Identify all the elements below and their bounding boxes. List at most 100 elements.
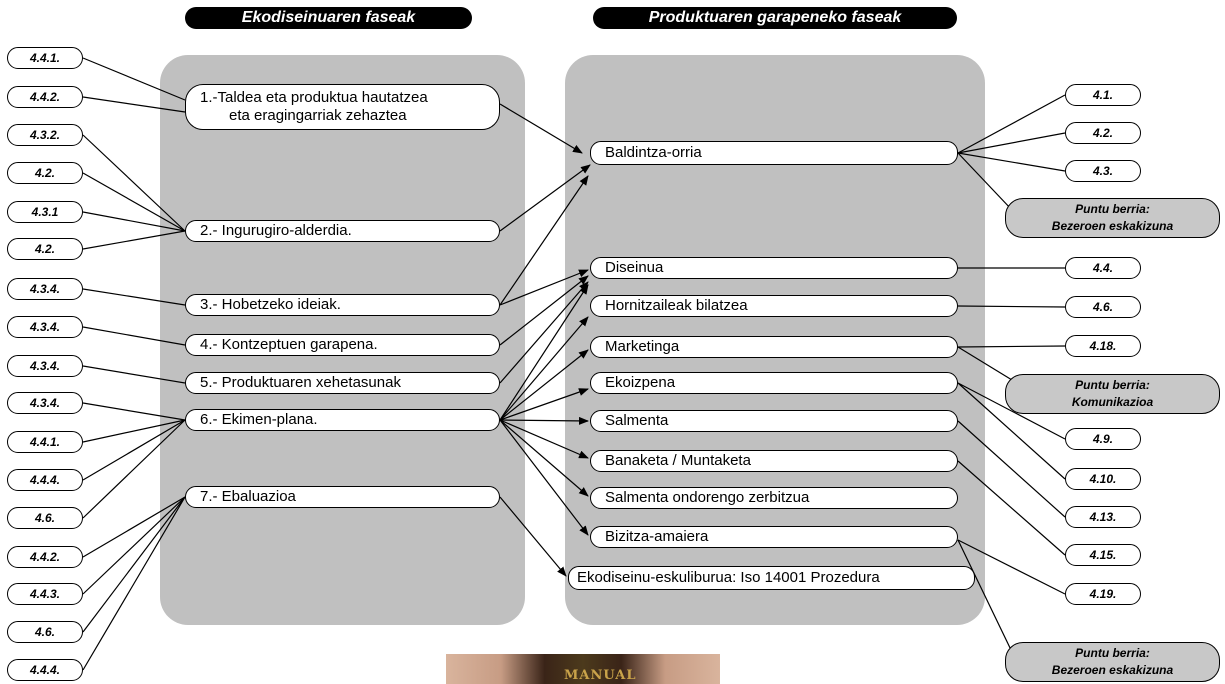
- left-clause-tag: 4.3.4.: [7, 392, 83, 414]
- flow-arrow: [499, 416, 589, 425]
- right-header: Produktuaren garapeneko faseak: [593, 7, 957, 29]
- flow-arrow: [499, 275, 589, 346]
- phase-1-line1: 1.-Taldea eta produktua hautatzea: [200, 89, 428, 106]
- right-clause-tag: 4.19.: [1065, 583, 1141, 605]
- phase-1-line2: eta eragingarriak zehaztea: [229, 107, 407, 124]
- flow-arrow: [499, 419, 589, 497]
- new-point-note-2: Puntu berria: Komunikazioa: [1005, 374, 1220, 414]
- left-clause-tag: 4.3.4.: [7, 355, 83, 377]
- phase-5-box: 5.- Produktuaren xehetasunak: [185, 372, 500, 394]
- tag-link-line: [82, 96, 186, 113]
- note-2-line1: Puntu berria:: [1075, 378, 1150, 392]
- right-clause-tag: 4.6.: [1065, 296, 1141, 318]
- note-link-line: [957, 346, 1013, 381]
- tag-link-line: [957, 460, 1066, 556]
- flow-arrow: [499, 175, 589, 306]
- tag-link-line: [82, 419, 186, 443]
- tag-link-line: [82, 172, 186, 232]
- tag-link-line: [82, 365, 186, 384]
- tag-link-line: [82, 496, 186, 558]
- tag-link-line: [82, 496, 186, 671]
- note-2-line2: Komunikazioa: [1071, 395, 1154, 409]
- left-clause-tag: 4.3.2.: [7, 124, 83, 146]
- tag-link-line: [82, 211, 186, 232]
- note-1-line2: Bezeroen eskakizuna: [1051, 219, 1174, 233]
- note-3-line2: Bezeroen eskakizuna: [1051, 663, 1174, 677]
- left-clause-tag: 4.4.2.: [7, 546, 83, 568]
- left-clause-tag: 4.4.3.: [7, 583, 83, 605]
- left-clause-tag: 4.4.4.: [7, 659, 83, 681]
- tag-link-line: [82, 134, 186, 232]
- tag-link-line: [957, 94, 1066, 154]
- tag-link-line: [82, 57, 186, 101]
- flow-arrow: [499, 496, 567, 577]
- product-phase-3-box: Hornitzaileak bilatzea: [590, 295, 958, 317]
- new-point-note-1: Puntu berria: Bezeroen eskakizuna: [1005, 198, 1220, 238]
- left-clause-tag: 4.4.2.: [7, 86, 83, 108]
- tag-link-line: [957, 345, 1066, 348]
- flow-arrow: [499, 419, 589, 459]
- tag-link-line: [957, 152, 1066, 172]
- product-phase-1-box: Baldintza-orria: [590, 141, 958, 165]
- phase-2-box: 2.- Ingurugiro-alderdia.: [185, 220, 500, 242]
- left-clause-tag: 4.3.1: [7, 201, 83, 223]
- left-clause-tag: 4.6.: [7, 621, 83, 643]
- tag-link-line: [82, 419, 186, 519]
- tag-link-line: [82, 230, 186, 250]
- tag-link-line: [957, 132, 1066, 154]
- left-clause-tag: 4.6.: [7, 507, 83, 529]
- phase-6-box: 6.- Ekimen-plana.: [185, 409, 500, 431]
- left-clause-tag: 4.4.1.: [7, 47, 83, 69]
- flow-arrow: [499, 316, 589, 421]
- right-clause-tag: 4.3.: [1065, 160, 1141, 182]
- note-3-line1: Puntu berria:: [1075, 646, 1150, 660]
- tag-link-line: [957, 539, 1066, 595]
- flow-arrow: [499, 419, 589, 536]
- tag-link-line: [82, 419, 186, 481]
- product-phase-2-box: Diseinua: [590, 257, 958, 279]
- right-clause-tag: 4.1.: [1065, 84, 1141, 106]
- tag-link-line: [957, 305, 1066, 308]
- note-link-line: [957, 539, 1013, 653]
- tag-link-line: [82, 402, 186, 421]
- phase-4-box: 4.- Kontzeptuen garapena.: [185, 334, 500, 356]
- left-clause-tag: 4.3.4.: [7, 278, 83, 300]
- left-header: Ekodiseinuaren faseak: [185, 7, 472, 29]
- product-phase-5-box: Ekoizpena: [590, 372, 958, 394]
- right-clause-tag: 4.4.: [1065, 257, 1141, 279]
- tag-link-line: [82, 496, 186, 595]
- note-link-line: [957, 152, 1013, 211]
- left-clause-tag: 4.2.: [7, 162, 83, 184]
- right-clause-tag: 4.13.: [1065, 506, 1141, 528]
- left-clause-tag: 4.2.: [7, 238, 83, 260]
- product-phase-7-box: Banaketa / Muntaketa: [590, 450, 958, 472]
- flow-arrow: [499, 164, 591, 232]
- note-1-line1: Puntu berria:: [1075, 202, 1150, 216]
- phase-1-box: 1.-Taldea eta produktua hautatzea eta er…: [185, 84, 500, 130]
- tag-link-line: [82, 288, 186, 306]
- left-clause-tag: 4.4.1.: [7, 431, 83, 453]
- right-clause-tag: 4.18.: [1065, 335, 1141, 357]
- product-phase-6-box: Salmenta: [590, 410, 958, 432]
- left-clause-tag: 4.3.4.: [7, 316, 83, 338]
- tag-link-line: [957, 382, 1066, 480]
- tag-link-line: [957, 420, 1066, 518]
- tag-link-line: [82, 326, 186, 346]
- tag-link-line: [82, 496, 186, 633]
- new-point-note-3: Puntu berria: Bezeroen eskakizuna: [1005, 642, 1220, 682]
- manual-photo: MANUAL: [446, 654, 720, 684]
- product-phase-8-box: Salmenta ondorengo zerbitzua: [590, 487, 958, 509]
- phase-3-box: 3.- Hobetzeko ideiak.: [185, 294, 500, 316]
- flow-arrow: [499, 349, 589, 421]
- product-phase-4-box: Marketinga: [590, 336, 958, 358]
- right-clause-tag: 4.15.: [1065, 544, 1141, 566]
- flow-arrow: [499, 388, 589, 421]
- phase-7-box: 7.- Ebaluazioa: [185, 486, 500, 508]
- flow-arrow: [499, 284, 589, 421]
- right-clause-tag: 4.10.: [1065, 468, 1141, 490]
- photo-caption: MANUAL: [564, 668, 637, 683]
- flow-arrow: [499, 269, 589, 306]
- right-clause-tag: 4.2.: [1065, 122, 1141, 144]
